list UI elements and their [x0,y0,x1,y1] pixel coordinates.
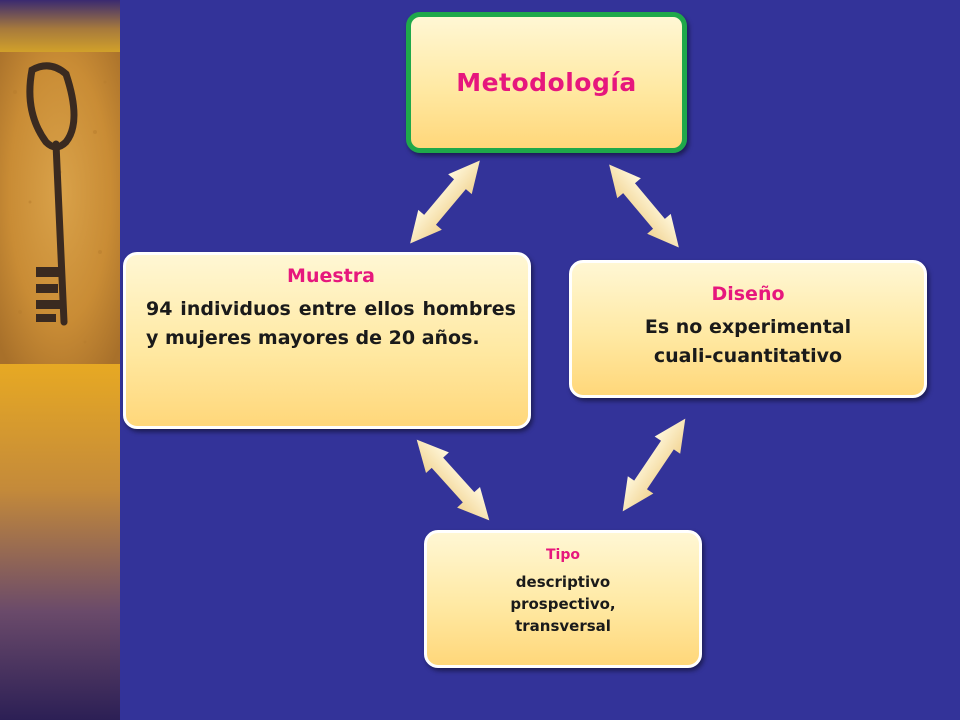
node-metodologia-title: Metodología [456,68,637,97]
arrow-tipo-muestra [405,429,501,531]
node-diseno: Diseño Es no experimental cuali-cuantita… [569,260,927,398]
arrow-diseno-tipo [609,409,699,521]
node-diseno-body-line1: Es no experimental [644,316,852,338]
node-tipo-title: Tipo [546,547,580,563]
node-tipo-body-line2: prospectivo, [510,595,616,613]
node-muestra-body: 94 individuos entre ellos hombres y muje… [146,298,516,349]
node-muestra-title: Muestra [287,265,375,287]
node-tipo-body-line1: descriptivo [515,573,611,591]
node-tipo: Tipo descriptivo prospectivo, transversa… [424,530,702,668]
node-muestra: Muestra 94 individuos entre ellos hombre… [123,252,531,429]
node-tipo-body-line3: transversal [515,617,611,635]
key-image [0,52,120,364]
node-diseno-title: Diseño [711,283,785,305]
node-metodologia: Metodología [406,12,687,153]
node-diseno-body-line2: cuali-cuantitativo [653,345,843,367]
arrow-metodologia-diseno [597,154,691,258]
arrow-muestra-metodologia [398,150,492,254]
